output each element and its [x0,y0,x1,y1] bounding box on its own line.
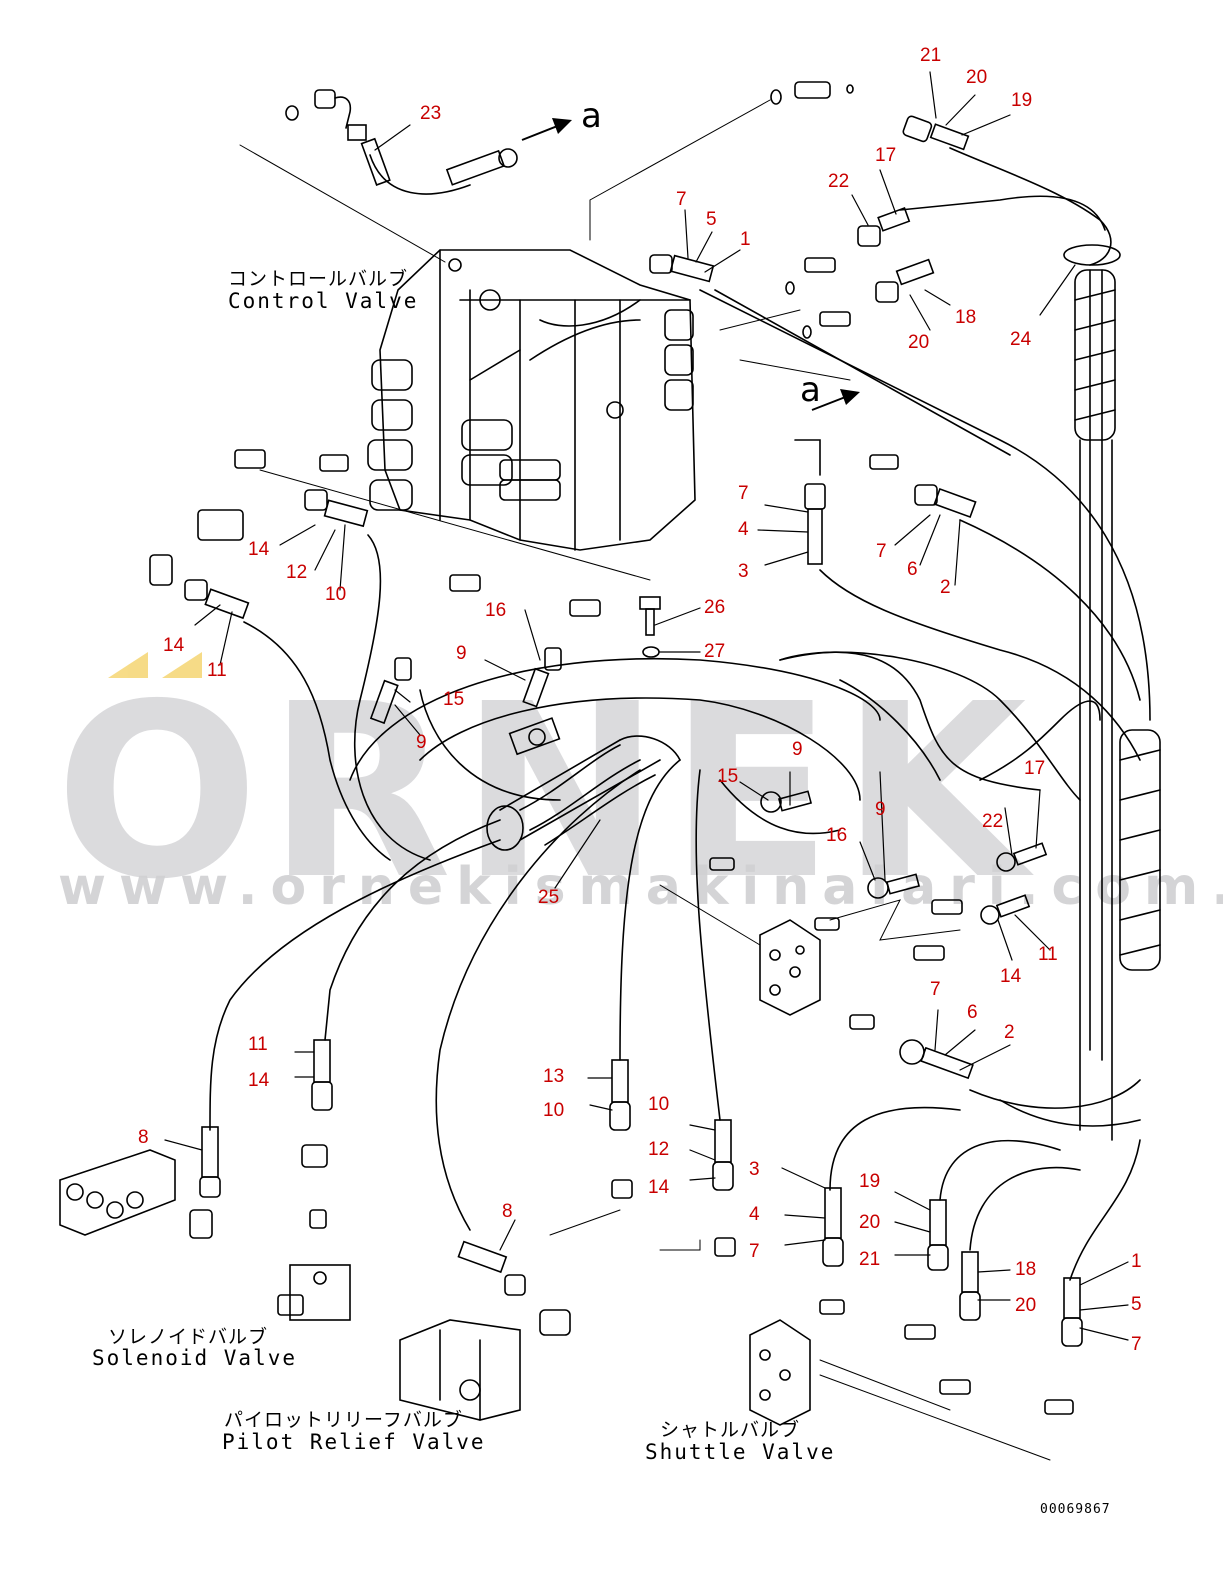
callout: 24 [1010,329,1032,350]
callout: 3 [738,561,749,582]
watermark-brand: ORNEK [55,652,1035,932]
callout: 5 [1131,1294,1142,1315]
solenoid-valve-drawing [59,1149,213,1239]
view-a-marker-upper: a [581,96,602,136]
callout: 4 [749,1204,760,1225]
hose-lines [209,147,1151,1281]
shuttle-valve-jp-label: シャトルバルブ [660,1419,801,1441]
callout: 20 [966,67,988,88]
callout: 20 [908,332,930,353]
control-valve-jp-label: コントロールバルブ [228,268,409,290]
callout: 26 [704,597,726,618]
callout: 11 [207,660,227,681]
callout: 22 [982,811,1004,832]
view-arrow-upper [521,118,572,141]
control-valve-drawing [367,249,696,551]
callout: 5 [706,209,717,230]
solenoid-valve-en-label: Solenoid Valve [92,1346,298,1370]
shuttle-valve-en-label: Shuttle Valve [645,1440,836,1464]
callout: 15 [717,766,739,787]
callout: 11 [248,1034,268,1055]
callout: 10 [543,1100,565,1121]
pilot-relief-valve-jp-label: パイロットリリーフバルブ [224,1409,463,1431]
callout: 14 [248,539,270,560]
callout: 16 [826,825,848,846]
callout: 21 [920,45,942,66]
spiral-wrap-right [1063,244,1161,971]
callout: 20 [859,1212,881,1233]
solenoid-valve-jp-label: ソレノイドバルブ [108,1326,269,1348]
callout: 3 [749,1159,760,1180]
callout: 21 [859,1249,881,1270]
pilot-relief-valve-en-label: Pilot Relief Valve [222,1430,486,1454]
pilot-relief-valve-drawing [277,1264,571,1421]
callout: 8 [502,1201,513,1222]
callout: 13 [543,1066,565,1087]
callout: 27 [704,641,726,662]
callout: 1 [1131,1251,1142,1272]
callout: 7 [876,541,887,562]
callout: 7 [930,979,941,1000]
callout: 8 [138,1127,149,1148]
drawing-number: 00069867 [1040,1502,1111,1517]
callout: 9 [416,732,427,753]
callout: 10 [325,584,347,605]
callout: 19 [1011,90,1033,111]
callout: 23 [420,103,442,124]
callout: 20 [1015,1295,1037,1316]
callout: 9 [792,739,803,760]
callout: 6 [907,559,918,580]
callout: 7 [1131,1334,1142,1355]
callout: 18 [1015,1259,1037,1280]
view-arrow-lower [811,389,860,411]
callout: 7 [749,1241,760,1262]
callout: 14 [163,635,185,656]
callout: 14 [248,1070,270,1091]
callout: 14 [1000,966,1022,987]
leader-lines [164,71,1129,1341]
assembly-lines [239,99,1051,1461]
callout: 1 [740,229,751,250]
callout: 9 [456,643,467,664]
callout: 14 [648,1177,670,1198]
callout: 18 [955,307,977,328]
spiral-wrap-hose-bundle [349,651,1081,851]
callout: 15 [443,689,465,710]
callout: 2 [1004,1022,1015,1043]
fitting-parts [59,81,1083,1426]
callout: 22 [828,171,850,192]
callout: 25 [538,887,560,908]
callout: 7 [738,483,749,504]
callout: 12 [286,562,308,583]
callout: 11 [1038,944,1058,965]
control-valve-en-label: Control Valve [228,289,419,313]
callout: 9 [875,799,886,820]
callout: 2 [940,577,951,598]
shuttle-valve-lower-drawing [611,1179,1074,1426]
view-a-marker-lower: a [800,370,821,410]
callout: 19 [859,1171,881,1192]
watermark-accent [108,652,202,678]
callout: 17 [875,145,897,166]
callout: 12 [648,1139,670,1160]
callout: 6 [967,1002,978,1023]
callout: 7 [676,189,687,210]
callout: 17 [1024,758,1046,779]
callout: 10 [648,1094,670,1115]
callout: 16 [485,600,507,621]
callout: 4 [738,519,749,540]
